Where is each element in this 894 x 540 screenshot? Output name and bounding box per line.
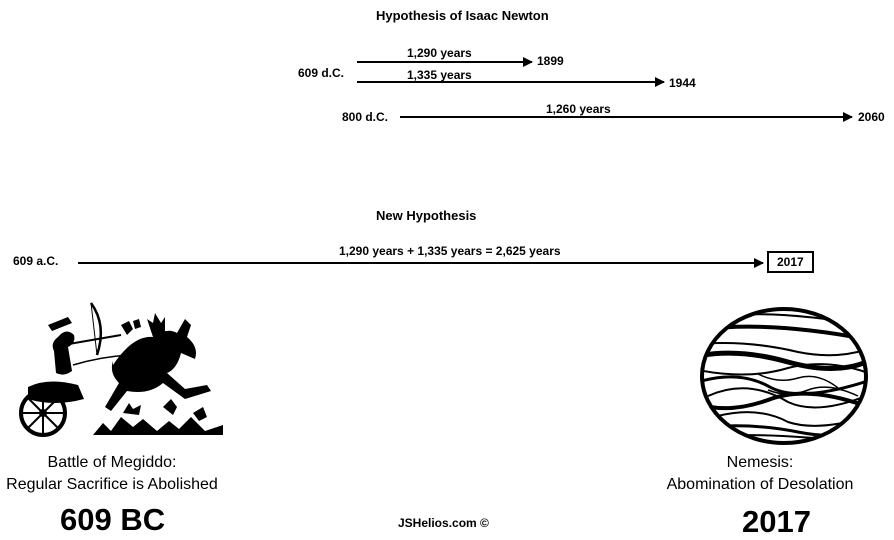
combined-years-label: 1,290 years + 1,335 years = 2,625 years bbox=[339, 244, 561, 258]
arrow-2-label: 1,335 years bbox=[407, 68, 472, 82]
end-label-2060: 2060 bbox=[858, 110, 885, 124]
credit-text: JSHelios.com © bbox=[398, 516, 489, 530]
end-label-1899: 1899 bbox=[537, 54, 564, 68]
arrow-1-label: 1,290 years bbox=[407, 46, 472, 60]
left-caption-line-2: Regular Sacrifice is Abolished bbox=[6, 476, 218, 493]
start-label-800-dc: 800 d.C. bbox=[342, 110, 389, 124]
end-box-2017: 2017 bbox=[767, 251, 814, 273]
start-label-609-dc: 609 d.C. bbox=[298, 66, 345, 80]
right-caption-line-1: Nemesis: bbox=[726, 454, 794, 471]
chariot-illustration bbox=[3, 302, 233, 443]
nemesis-planet-illustration bbox=[700, 307, 868, 445]
left-year: 609 BC bbox=[60, 502, 166, 537]
arrow-3-label: 1,260 years bbox=[546, 102, 611, 116]
right-caption-line-2: Abomination of Desolation bbox=[666, 476, 854, 493]
end-label-1944: 1944 bbox=[669, 76, 696, 90]
newton-title: Hypothesis of Isaac Newton bbox=[376, 8, 549, 23]
left-caption-line-1: Battle of Megiddo: bbox=[47, 454, 177, 471]
start-label-609-ac: 609 a.C. bbox=[13, 254, 59, 268]
right-year: 2017 bbox=[742, 504, 811, 539]
new-hypothesis-title: New Hypothesis bbox=[376, 208, 477, 223]
